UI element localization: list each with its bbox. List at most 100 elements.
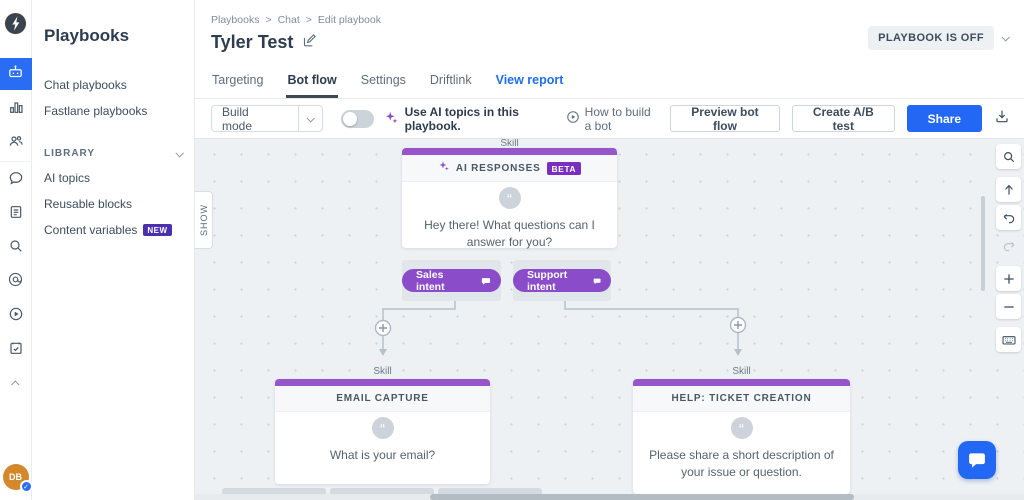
sidebar-library-header[interactable]: LIBRARY: [44, 142, 184, 165]
skill-label: Skill: [373, 366, 392, 377]
bar-chart-icon: [8, 99, 24, 120]
node-color-bar: [633, 379, 850, 386]
verified-badge-icon: ✓: [19, 480, 33, 493]
rail-item-contacts[interactable]: [0, 128, 32, 158]
canvas-toolbar: [996, 144, 1021, 355]
rail-item-analytics[interactable]: [0, 94, 32, 124]
email-capture-node[interactable]: EMAIL CAPTURE “ What is your email?: [275, 379, 490, 484]
node-message: Hey there! What questions can I answer f…: [424, 218, 595, 250]
rail-collapse-chevron[interactable]: [0, 369, 32, 399]
sparkle-icon: [438, 159, 450, 177]
tab-targeting[interactable]: Targeting: [212, 73, 264, 87]
sidebar-item-fastlane-playbooks[interactable]: Fastlane playbooks: [44, 104, 148, 118]
preview-bot-flow-button[interactable]: Preview bot flow: [669, 105, 780, 133]
breadcrumb-chat[interactable]: Chat: [277, 14, 300, 26]
play-circle-icon: [8, 306, 24, 327]
new-badge: NEW: [143, 224, 172, 236]
sales-intent-button[interactable]: Sales intent: [402, 269, 501, 293]
chat-bubble-icon: [481, 277, 491, 285]
node-header-label: EMAIL CAPTURE: [336, 393, 429, 404]
rail-item-campaigns[interactable]: [0, 267, 32, 297]
undo-button[interactable]: [996, 205, 1021, 230]
playbook-status-dropdown[interactable]: PLAYBOOK IS OFF: [868, 26, 1010, 50]
rail-item-media[interactable]: [0, 301, 32, 331]
vertical-scrollbar[interactable]: [981, 196, 985, 291]
keyboard-shortcuts-button[interactable]: [996, 327, 1021, 352]
search-icon: [8, 238, 24, 259]
chat-widget-button[interactable]: [958, 441, 996, 479]
library-label: LIBRARY: [44, 148, 96, 159]
chevron-down-icon: [175, 148, 184, 158]
sidebar-item-ai-topics[interactable]: AI topics: [44, 171, 91, 185]
chevron-down-icon: [1001, 33, 1010, 42]
drift-logo-icon[interactable]: [4, 12, 27, 40]
quote-icon: “: [371, 417, 394, 439]
zoom-out-button[interactable]: [996, 294, 1021, 319]
rail-item-tasks[interactable]: [0, 335, 32, 365]
node-header-label: AI RESPONSES: [455, 162, 541, 174]
avatar-initials: DB: [2, 464, 29, 490]
sidebar-title: Playbooks: [44, 26, 130, 45]
chevron-up-icon: [10, 380, 20, 389]
skill-label: Skill: [732, 366, 751, 377]
ai-responses-node[interactable]: AI RESPONSES BETA “ Hey there! What ques…: [402, 148, 617, 249]
edit-title-icon[interactable]: [302, 33, 317, 53]
tab-bot-flow[interactable]: Bot flow: [286, 67, 338, 98]
tab-driftlink[interactable]: Driftlink: [429, 73, 472, 87]
sidebar-item-reusable-blocks[interactable]: Reusable blocks: [44, 197, 133, 211]
node-color-bar: [402, 148, 617, 155]
chevron-down-icon: [306, 113, 316, 123]
icon-rail: DB ✓: [0, 0, 33, 500]
main-panel: Playbooks > Chat > Edit playbook Tyler T…: [195, 0, 1024, 500]
skill-label: Skill: [500, 138, 519, 149]
share-button[interactable]: Share: [906, 105, 983, 132]
support-intent-button[interactable]: Support intent: [513, 269, 611, 293]
rail-item-conversations[interactable]: [0, 165, 32, 195]
breadcrumb-playbooks[interactable]: Playbooks: [211, 14, 260, 26]
node-color-bar: [275, 379, 490, 386]
at-mention-icon: [7, 271, 24, 293]
scroll-top-button[interactable]: [996, 177, 1021, 202]
user-avatar[interactable]: DB ✓: [2, 464, 33, 493]
clipped-node-stub: [438, 488, 542, 497]
sidebar: Playbooks Chat playbooks Fastlane playbo…: [32, 0, 195, 500]
rail-item-content[interactable]: [0, 199, 32, 229]
build-mode-select[interactable]: Build mode: [211, 104, 323, 133]
beta-badge: BETA: [546, 161, 582, 175]
redo-button[interactable]: [996, 233, 1021, 258]
rail-item-search[interactable]: [0, 233, 32, 263]
ai-topics-toggle[interactable]: [340, 109, 374, 128]
build-mode-value: Build mode: [222, 104, 253, 133]
sparkle-icon: [384, 110, 399, 128]
horizontal-scrollbar[interactable]: [430, 494, 854, 500]
download-icon[interactable]: [994, 108, 1010, 129]
intent-slot: Sales intent: [402, 260, 501, 301]
rail-item-playbooks[interactable]: [0, 58, 32, 90]
breadcrumb: Playbooks > Chat > Edit playbook: [211, 14, 381, 26]
how-to-build-link[interactable]: How to build a bot: [566, 105, 658, 133]
chat-bubble-icon: [593, 278, 601, 284]
bot-flow-canvas[interactable]: SHOW Skill AI RESPONSES BETA: [195, 138, 1024, 500]
sidebar-item-chat-playbooks[interactable]: Chat playbooks: [44, 78, 127, 92]
chat-bubble-icon: [969, 453, 985, 468]
document-icon: [8, 204, 24, 225]
robot-icon: [7, 63, 24, 85]
flow-toolbar: Build mode Use AI topics in this playboo…: [195, 99, 1024, 138]
playbook-status-badge: PLAYBOOK IS OFF: [868, 26, 994, 50]
zoom-in-button[interactable]: [996, 266, 1021, 291]
show-panel-tab[interactable]: SHOW: [195, 191, 213, 249]
node-header-label: HELP: TICKET CREATION: [671, 393, 812, 404]
ai-topics-label: Use AI topics in this playbook.: [384, 105, 556, 133]
chat-bubble-icon: [8, 170, 24, 191]
calendar-check-icon: [8, 340, 24, 361]
play-circle-icon: [566, 110, 580, 127]
help-ticket-creation-node[interactable]: HELP: TICKET CREATION “ Please share a s…: [633, 379, 850, 494]
canvas-search-button[interactable]: [996, 144, 1021, 169]
clipped-node-stub: [222, 488, 326, 497]
view-report-link[interactable]: View report: [495, 73, 564, 87]
sidebar-item-content-variables[interactable]: Content variables NEW: [44, 217, 182, 243]
tab-settings[interactable]: Settings: [360, 73, 406, 87]
people-icon: [8, 133, 24, 154]
create-ab-test-button[interactable]: Create A/B test: [791, 105, 895, 133]
